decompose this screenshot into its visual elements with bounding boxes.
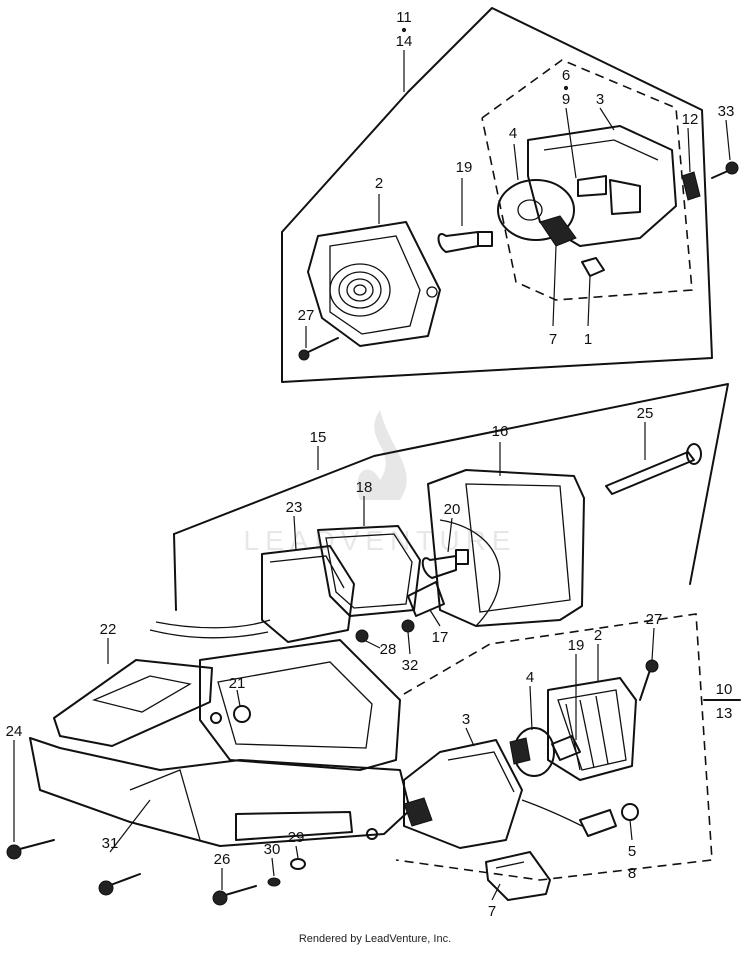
callout-label: 23: [286, 499, 303, 516]
callout-label: 28: [380, 641, 397, 658]
callout-label: 10: [716, 681, 733, 698]
callout-label: 16: [492, 423, 509, 440]
connector-block: [485, 851, 551, 901]
callout-label: 2: [594, 627, 602, 644]
flame-icon: LEADVENTURE: [244, 410, 517, 556]
callouts-bottom: 24 31 26 30 29 3 4 19 2 27 5 8 7: [6, 611, 663, 920]
callout-label: 9: [562, 91, 570, 108]
callout-label: 6: [562, 67, 570, 84]
callout-label: 24: [6, 723, 23, 740]
callout-label: 5: [628, 843, 636, 860]
callout-label: 19: [568, 637, 585, 654]
tail-lens: [307, 221, 441, 347]
callout-label: 27: [298, 307, 315, 324]
callouts-middle: 15 16 25 18 23 20 17 28 32 22 21: [100, 405, 654, 692]
front-lens: [261, 545, 355, 643]
bracket-clip: [681, 161, 739, 201]
callout-label: 8: [628, 865, 636, 882]
callout-label: 11: [396, 9, 412, 26]
callout-label: 15: [310, 429, 327, 446]
side-housing: [403, 739, 523, 849]
callout-label: 18: [356, 479, 373, 496]
callout-label: 13: [716, 705, 733, 722]
callout-label: 4: [509, 125, 517, 142]
callout-label: 29: [288, 829, 305, 846]
callout-label: 30: [264, 841, 281, 858]
callout-label: 27: [646, 611, 663, 628]
callout-label: 12: [682, 111, 699, 128]
callout-label: 32: [402, 657, 419, 674]
callout-label: 20: [444, 501, 461, 518]
callout-label: 3: [462, 711, 470, 728]
large-housing: [427, 469, 585, 627]
callout-label: 7: [488, 903, 496, 920]
lens-screw: [298, 337, 339, 361]
callout-label: 22: [100, 621, 117, 638]
callout-label: 2: [375, 175, 383, 192]
bulb-top: [437, 231, 493, 253]
top-assembly-outline: [281, 7, 713, 383]
callout-label: 21: [229, 675, 246, 692]
middle-leaders: [13, 422, 646, 890]
callouts-top-group: 11 14: [396, 9, 413, 50]
callout-label: 31: [102, 835, 119, 852]
side-lens-screw: [639, 659, 659, 701]
side-lens: [547, 677, 637, 781]
callout-label: 3: [596, 91, 604, 108]
side-small-socket: [521, 799, 639, 837]
watermark-logo: LEADVENTURE: [230, 400, 530, 560]
middle-assembly-outline: [173, 383, 729, 611]
callout-label: 19: [456, 159, 473, 176]
lower-leaders: [465, 627, 655, 901]
callout-label: 1: [584, 331, 592, 348]
side-socket: [509, 727, 581, 777]
callout-label: 14: [396, 33, 413, 50]
tail-housing: [497, 125, 677, 277]
callouts-right-group: 10 13: [716, 681, 733, 722]
fender-bracket: [53, 639, 401, 771]
callout-label: 17: [432, 629, 449, 646]
callout-label: 25: [637, 405, 654, 422]
callouts-top: 2 19 4 6 9 3 12 33 27 7 1: [298, 67, 735, 348]
long-bolt: [605, 443, 702, 495]
footer-credit: Rendered by LeadVenture, Inc.: [298, 933, 452, 945]
middle-small-parts: [355, 549, 469, 643]
lower-right-outline: [395, 613, 741, 881]
top-leaders: [305, 50, 731, 348]
callout-label: 33: [718, 103, 735, 120]
callout-label: 4: [526, 669, 534, 686]
watermark-text: LEADVENTURE: [244, 525, 517, 556]
lower-bolts: [6, 839, 306, 906]
callout-label: 26: [214, 851, 231, 868]
callout-label: 7: [549, 331, 557, 348]
